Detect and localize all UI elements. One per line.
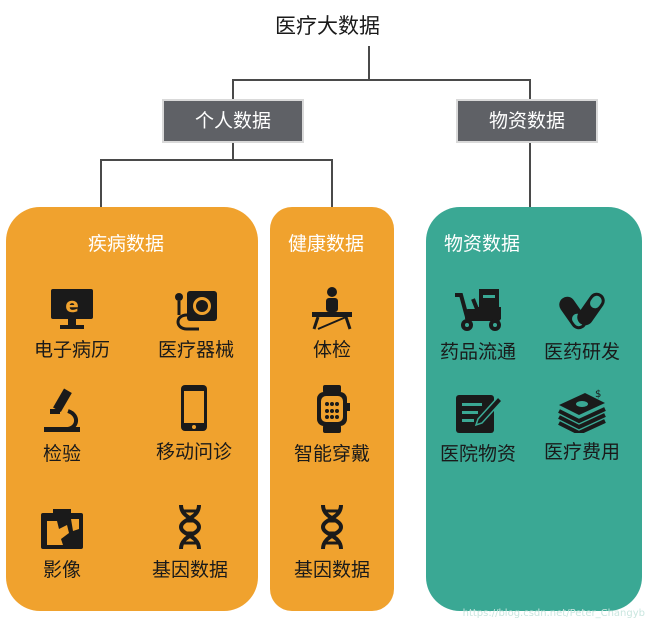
microscope-icon <box>44 388 80 432</box>
connector-to-supplies <box>529 79 531 99</box>
exam-person-icon <box>312 287 352 330</box>
item-drug-distribution-label: 药品流通 <box>439 341 516 363</box>
root-title: 医疗大数据 <box>275 14 380 38</box>
monitor-e-icon: e <box>51 289 93 329</box>
smartwatch-icon <box>317 385 350 433</box>
item-physical-exam: 体检 <box>272 285 392 362</box>
item-emr: e 电子病历 <box>12 287 132 362</box>
connector-supplies-stem <box>529 143 531 209</box>
connector-personal-bar <box>100 159 333 161</box>
item-pharma-rnd: 医药研发 <box>522 287 642 364</box>
panel-disease-data: 疾病数据 e 电子病历 医疗器械 检验 <box>6 207 258 611</box>
item-physical-exam-label: 体检 <box>312 339 351 361</box>
connector-personal-stem <box>232 143 234 160</box>
item-emr-label: 电子病历 <box>33 339 110 361</box>
panel-disease-title: 疾病数据 <box>88 233 165 255</box>
dna-icon <box>320 504 344 550</box>
item-health-genetic-data: 基因数据 <box>272 503 392 582</box>
item-pharma-rnd-label: 医药研发 <box>543 341 620 363</box>
item-mobile-consult: 移动问诊 <box>134 383 254 464</box>
blood-pressure-icon <box>175 291 217 331</box>
item-lab-test-label: 检验 <box>42 443 81 465</box>
item-wearable: 智能穿戴 <box>272 383 392 466</box>
category-personal-data: 个人数据 <box>162 99 304 143</box>
watermark: https://blog.csdn.net/Peter_Changyb <box>462 608 645 619</box>
panel-health-data: 健康数据 体检 智能穿戴 <box>270 207 394 611</box>
item-imaging: 影像 <box>2 507 122 582</box>
svg-text:e: e <box>65 293 79 317</box>
dna-icon <box>178 504 202 550</box>
connector-top-bar <box>232 79 531 81</box>
connector-root-stem <box>368 46 370 80</box>
panel-supplies-title: 物资数据 <box>444 233 521 255</box>
delivery-scooter-icon <box>455 289 501 331</box>
capsule-icon <box>559 292 605 330</box>
item-mobile-consult-label: 移动问诊 <box>155 441 232 463</box>
item-drug-distribution: 药品流通 <box>418 287 538 364</box>
item-medical-costs-label: 医疗费用 <box>543 441 620 463</box>
money-stack-icon: $ <box>558 389 606 433</box>
item-health-genetic-data-label: 基因数据 <box>293 559 370 581</box>
item-wearable-label: 智能穿戴 <box>293 443 370 465</box>
item-hospital-supplies-label: 医院物资 <box>439 443 516 465</box>
item-genetic-data: 基因数据 <box>130 503 250 582</box>
connector-to-disease <box>100 159 102 209</box>
item-lab-test: 检验 <box>2 387 122 466</box>
item-hospital-supplies: 医院物资 <box>418 391 538 466</box>
connector-to-personal <box>232 79 234 99</box>
panel-supplies-data: 物资数据 药品流通 医药研发 <box>426 207 642 611</box>
panel-health-title: 健康数据 <box>288 233 365 255</box>
item-medical-device: 医疗器械 <box>136 287 256 362</box>
category-supplies-data: 物资数据 <box>456 99 598 143</box>
item-medical-costs: $ 医疗费用 <box>522 387 642 464</box>
svg-text:$: $ <box>595 389 601 400</box>
document-pen-icon <box>456 395 502 433</box>
item-genetic-data-label: 基因数据 <box>151 559 228 581</box>
item-imaging-label: 影像 <box>42 559 81 581</box>
item-medical-device-label: 医疗器械 <box>157 339 234 361</box>
xray-image-icon <box>41 509 83 549</box>
connector-to-health <box>331 159 333 209</box>
smartphone-icon <box>181 385 207 431</box>
